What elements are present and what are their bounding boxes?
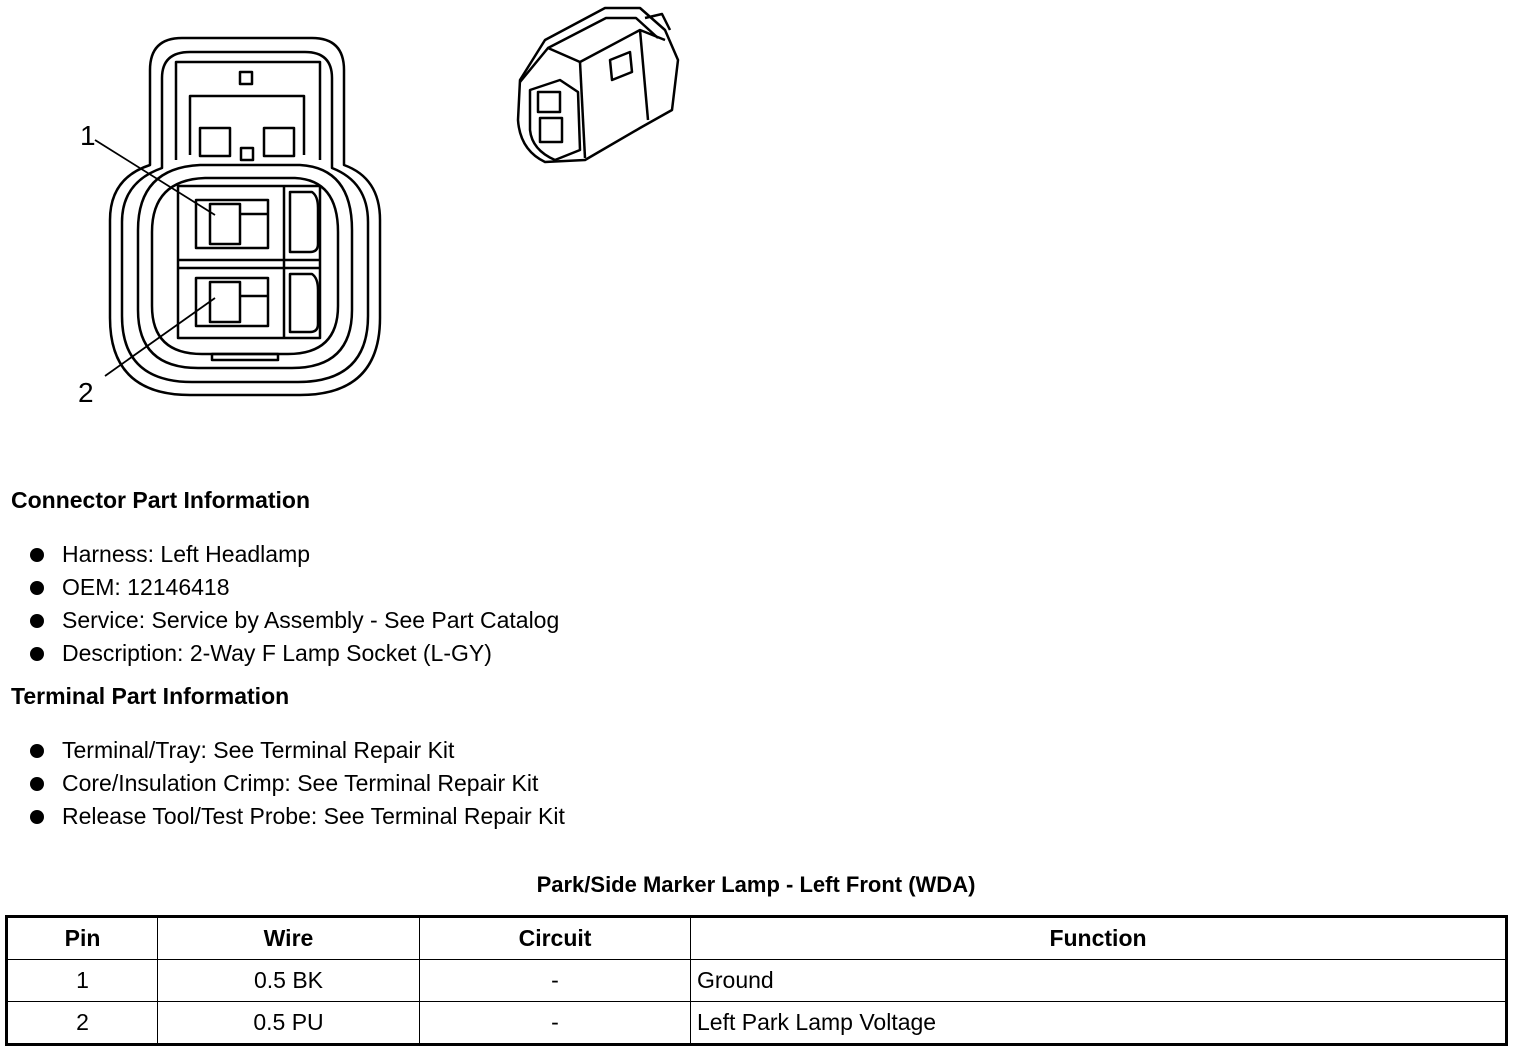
list-item: Core/Insulation Crimp: See Terminal Repa… bbox=[30, 767, 565, 800]
column-header-function: Function bbox=[690, 916, 1507, 960]
wire-cell: 0.5 PU bbox=[157, 1001, 420, 1045]
bullet-icon bbox=[30, 777, 44, 791]
circuit-cell: - bbox=[419, 959, 691, 1002]
connector-part-info-title: Connector Part Information bbox=[11, 487, 311, 513]
connector-part-info-list: Harness: Left Headlamp OEM: 12146418 Ser… bbox=[30, 538, 559, 670]
callout-leader-1 bbox=[94, 139, 216, 216]
pin-table: Pin Wire Circuit Function 1 0.5 BK - Gro… bbox=[5, 915, 1508, 1046]
pin-table-title: Park/Side Marker Lamp - Left Front (WDA) bbox=[536, 872, 976, 897]
bullet-icon bbox=[30, 744, 44, 758]
bullet-icon bbox=[30, 581, 44, 595]
bullet-icon bbox=[30, 614, 44, 628]
bullet-icon bbox=[30, 548, 44, 562]
connector-latch bbox=[174, 60, 322, 160]
pin-cell: 2 bbox=[6, 1001, 158, 1045]
connector-outer-housing bbox=[108, 36, 382, 397]
column-header-pin: Pin bbox=[6, 916, 158, 960]
terminal-part-info-title: Terminal Part Information bbox=[11, 683, 290, 709]
bullet-icon bbox=[30, 810, 44, 824]
list-item: Terminal/Tray: See Terminal Repair Kit bbox=[30, 734, 565, 767]
table-row: 2 0.5 PU - Left Park Lamp Voltage bbox=[6, 1001, 1507, 1045]
column-header-wire: Wire bbox=[157, 916, 420, 960]
callout-label-1: 1 bbox=[80, 120, 96, 151]
wire-cell: 0.5 BK bbox=[157, 959, 420, 1002]
list-item: OEM: 12146418 bbox=[30, 571, 559, 604]
list-item: Release Tool/Test Probe: See Terminal Re… bbox=[30, 800, 565, 833]
function-cell: Ground bbox=[690, 959, 1507, 1002]
function-cell: Left Park Lamp Voltage bbox=[690, 1001, 1507, 1045]
connector-3d-view bbox=[516, 6, 680, 164]
terminal-cavity-2 bbox=[194, 276, 270, 328]
list-item: Harness: Left Headlamp bbox=[30, 538, 559, 571]
connector-diagram: 1 2 bbox=[78, 6, 680, 408]
table-header-row: Pin Wire Circuit Function bbox=[6, 916, 1507, 960]
bullet-icon bbox=[30, 647, 44, 661]
terminal-part-info-list: Terminal/Tray: See Terminal Repair Kit C… bbox=[30, 734, 565, 833]
circuit-cell: - bbox=[419, 1001, 691, 1045]
pin-cell: 1 bbox=[6, 959, 158, 1002]
callout-leader-2 bbox=[104, 297, 216, 377]
table-row: 1 0.5 BK - Ground bbox=[6, 959, 1507, 1002]
list-item: Description: 2-Way F Lamp Socket (L-GY) bbox=[30, 637, 559, 670]
column-header-circuit: Circuit bbox=[419, 916, 691, 960]
callout-label-2: 2 bbox=[78, 377, 94, 408]
terminal-cavity-1 bbox=[194, 198, 270, 250]
list-item: Service: Service by Assembly - See Part … bbox=[30, 604, 559, 637]
